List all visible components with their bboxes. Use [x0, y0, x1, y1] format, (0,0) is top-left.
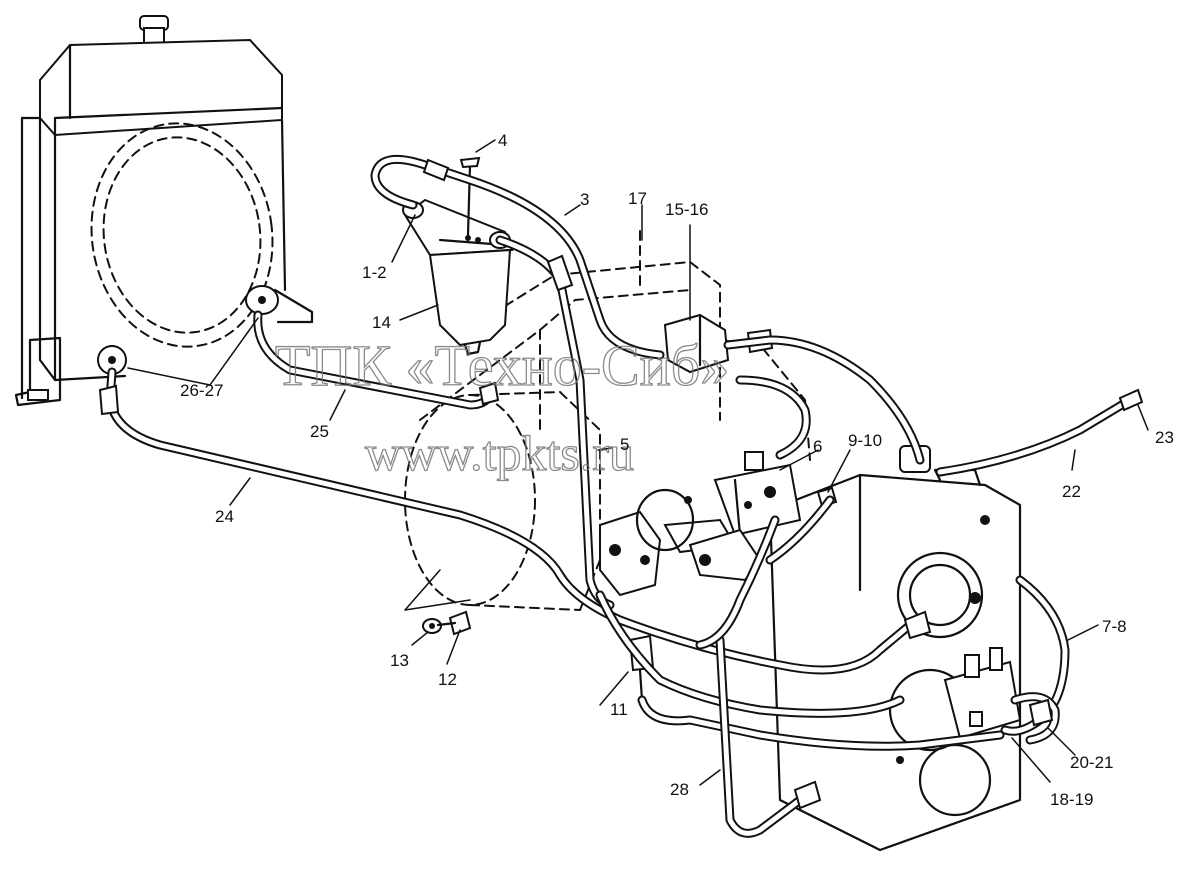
label-9-10: 9-10 [848, 431, 882, 450]
bolt-13-washer [422, 618, 442, 634]
valve-block-5 [599, 510, 662, 597]
control-valve [943, 660, 1022, 740]
radiator-side [20, 116, 57, 382]
leader-lines [127, 139, 1149, 786]
line-22 [935, 395, 1135, 477]
label-1-2: 1-2 [362, 263, 387, 282]
label-25: 25 [310, 422, 329, 441]
pump-body-6 [713, 463, 802, 537]
pump-assembly [599, 313, 838, 702]
gearbox-cover-low [918, 743, 992, 817]
label-6: 6 [813, 437, 822, 456]
fan-shroud [90, 122, 274, 348]
watermark-url: www.tpkts.ru [365, 425, 634, 481]
label-7-8: 7-8 [1102, 617, 1127, 636]
gearbox-cover-top [896, 551, 984, 639]
radiator-top-tank [39, 38, 283, 137]
label-17: 17 [628, 189, 647, 208]
label-15-16: 15-16 [665, 200, 708, 219]
label-24: 24 [215, 507, 234, 526]
oil-filter [402, 198, 514, 356]
callout-labels: 1-2 3 4 5 6 7-8 9-10 11 12 13 14 15-16 1… [180, 131, 1174, 809]
fitting-23 [1118, 388, 1144, 412]
label-13: 13 [390, 651, 409, 670]
watermark-company: ТПК «Техно-Сиб» [275, 333, 729, 398]
label-22: 22 [1062, 482, 1081, 501]
radiator [14, 15, 314, 407]
label-4: 4 [498, 131, 507, 150]
label-12: 12 [438, 670, 457, 689]
watermark: ТПК «Техно-Сиб» www.tpkts.ru [274, 332, 730, 481]
radiator-fittings [97, 285, 279, 375]
fitting-28-end [793, 780, 822, 810]
label-3: 3 [580, 190, 589, 209]
label-11: 11 [610, 700, 628, 719]
label-20-21: 20-21 [1070, 753, 1113, 772]
label-28: 28 [670, 780, 689, 799]
hose-fittings [98, 158, 1144, 810]
bolt-12 [436, 610, 472, 636]
line-1-2 [370, 154, 665, 360]
label-26-27: 26-27 [180, 381, 223, 400]
label-23: 23 [1155, 428, 1174, 447]
label-5: 5 [620, 435, 629, 454]
label-14: 14 [372, 313, 391, 332]
gearbox [768, 445, 1022, 852]
filter-bowl [428, 248, 512, 347]
label-18-19: 18-19 [1050, 790, 1093, 809]
